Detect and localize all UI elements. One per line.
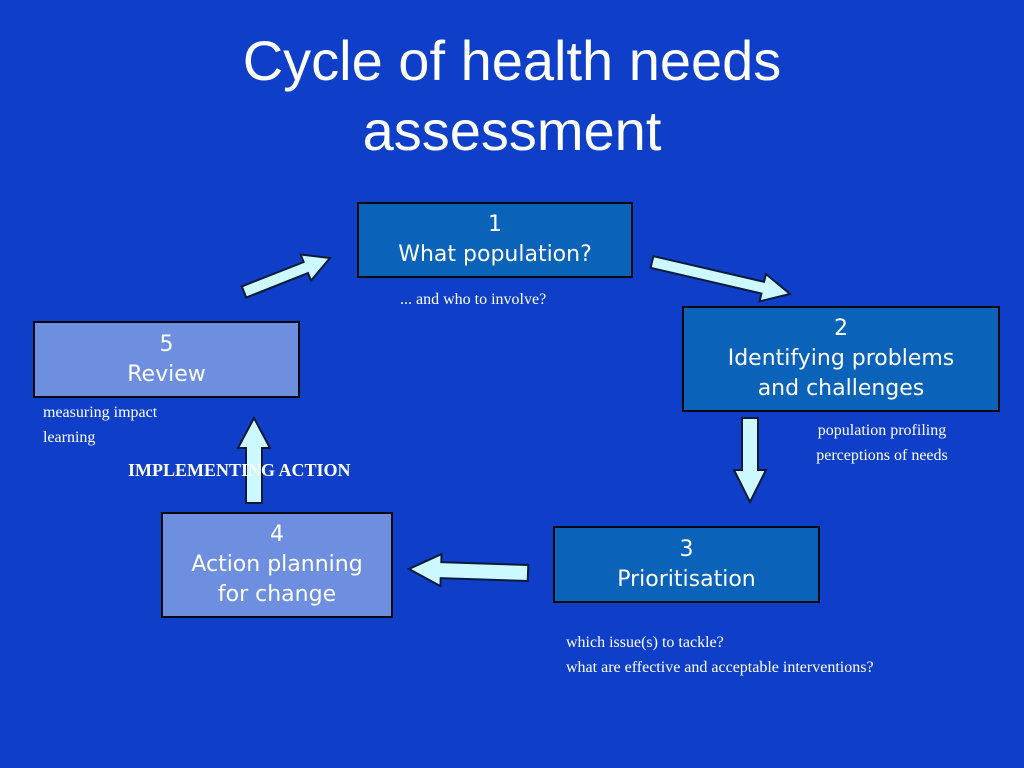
step-2-notes: population profiling perceptions of need… [797, 418, 967, 468]
step-4-label-line2: for change [217, 582, 337, 607]
step-3-label: Prioritisation [617, 566, 756, 592]
step-box-1: 1 What population? [357, 202, 633, 278]
arrow-5-to-1 [240, 253, 332, 299]
implementing-action-label: IMPLEMENTING ACTION [128, 460, 351, 480]
step-4-label-line1: Action planning [191, 552, 363, 577]
arrow-1-to-2 [649, 255, 793, 303]
step-5-note-line: measuring impact [43, 404, 158, 421]
step-2-note-line: population profiling [817, 422, 947, 439]
step-5-number: 5 [159, 331, 174, 357]
arrow-3-to-4 [406, 552, 530, 588]
step-1-note: ... and who to involve? [400, 287, 546, 312]
step-5-notes: measuring impact learning [43, 400, 157, 450]
step-box-3: 3 Prioritisation [553, 526, 820, 603]
step-3-note-line: which issue(s) to tackle? [566, 634, 724, 651]
step-3-note-line: what are effective and acceptable interv… [566, 659, 874, 676]
slide-title-line1: Cycle of health needs [242, 29, 782, 92]
step-2-number: 2 [834, 316, 848, 341]
step-2-note-line: perceptions of needs [816, 447, 948, 464]
step-1-number: 1 [488, 212, 502, 237]
slide-title-line2: assessment [362, 99, 662, 162]
step-box-4: 4 Action planning for change [161, 512, 393, 618]
step-5-label: Review [127, 361, 206, 387]
step-3-number: 3 [679, 536, 694, 562]
step-2-label-line1: Identifying problems [727, 346, 955, 371]
step-box-2: 2 Identifying problems and challenges [682, 306, 1000, 412]
step-4-number: 4 [270, 522, 284, 547]
step-1-label: What population? [398, 242, 592, 267]
slide-title: Cycle of health needs assessment [0, 26, 1024, 166]
step-1-note-line: ... and who to involve? [400, 291, 547, 308]
step-box-5: 5 Review [33, 321, 300, 398]
step-5-note-line: learning [43, 429, 96, 446]
step-3-notes: which issue(s) to tackle? what are effec… [566, 630, 874, 680]
step-2-label-line2: and challenges [757, 376, 925, 401]
arrow-4-to-5 [236, 415, 272, 504]
arrow-2-to-3 [732, 417, 768, 505]
